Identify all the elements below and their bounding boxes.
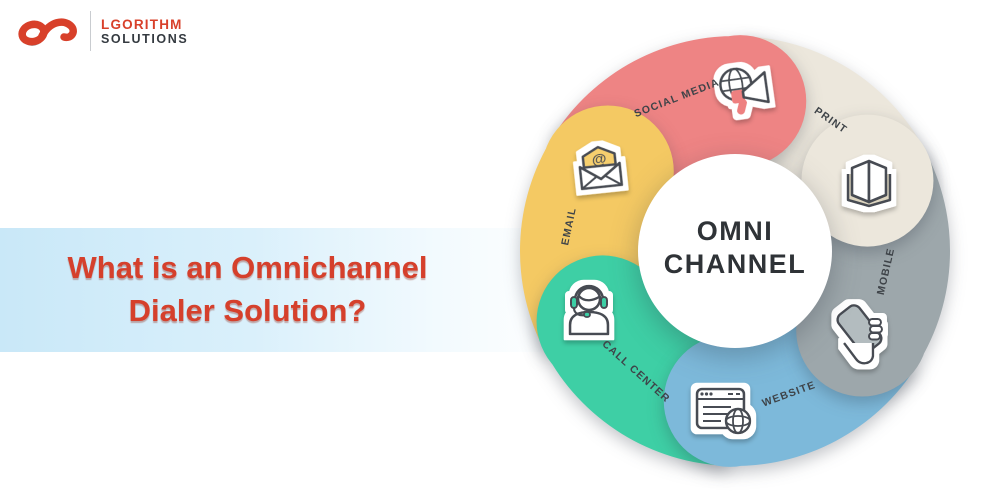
phone-in-hand-icon	[836, 304, 883, 365]
megaphone-globe-icon	[719, 67, 770, 115]
wheel-center-text-line2: CHANNEL	[664, 249, 807, 279]
brand-subtitle: SOLUTIONS	[101, 32, 189, 47]
headline-band: What is an Omnichannel Dialer Solution?	[0, 228, 560, 352]
open-book-icon	[846, 159, 892, 208]
envelope-at-icon: @	[578, 145, 624, 191]
browser-globe-icon	[695, 387, 752, 435]
brand-name-block: LGORITHM SOLUTIONS	[101, 15, 188, 47]
brand-logo: LGORITHM SOLUTIONS	[14, 8, 188, 54]
brand-swoosh-icon	[18, 18, 77, 46]
page-title-line2: Dialer Solution?	[128, 293, 367, 328]
wheel-center-text-line1: OMNI	[697, 216, 774, 246]
page-title-line1: What is an Omnichannel	[67, 250, 428, 285]
page-title: What is an Omnichannel Dialer Solution?	[0, 246, 495, 332]
brand-divider	[90, 11, 91, 51]
headset-agent-icon	[568, 284, 610, 336]
wheel-center-circle	[638, 154, 832, 348]
svg-text:@: @	[591, 150, 607, 168]
brand-name: LGORITHM	[101, 17, 183, 33]
